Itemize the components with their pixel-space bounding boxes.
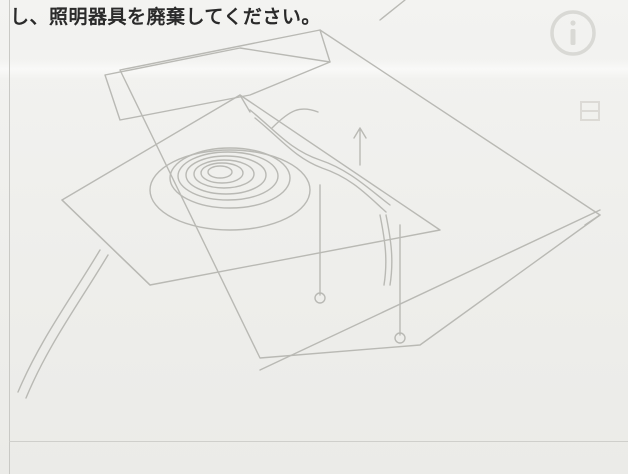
fixture-box-top bbox=[104, 47, 331, 121]
ceiling-line bbox=[259, 209, 601, 371]
power-cable bbox=[17, 249, 101, 393]
fixture-ring bbox=[149, 149, 311, 231]
info-circle-icon bbox=[550, 10, 596, 56]
coil-spiral bbox=[169, 147, 291, 209]
ceiling-plate bbox=[119, 29, 601, 359]
page-frame-left bbox=[9, 0, 10, 474]
page-frame-bottom bbox=[9, 441, 628, 442]
fixture-cable bbox=[249, 109, 391, 206]
direction-arrow bbox=[353, 127, 367, 166]
ceiling-plate-edge bbox=[319, 29, 331, 63]
instruction-text: し、照明器具を廃棄してください。 bbox=[10, 6, 321, 28]
page-mark-icon bbox=[580, 101, 600, 121]
